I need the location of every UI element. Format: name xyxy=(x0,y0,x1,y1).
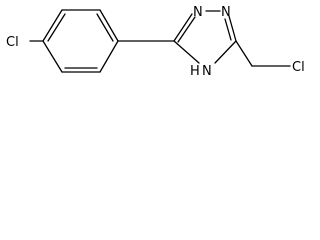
bond-c3-n2 xyxy=(173,13,193,42)
bond-c3-n2-double xyxy=(177,16,196,43)
bond-ring-3-inner xyxy=(96,13,114,42)
bond-n4-c3 xyxy=(173,40,200,64)
benzene-ring xyxy=(29,9,119,73)
bond-c5-ch2 xyxy=(235,40,253,67)
bond-ring-4 xyxy=(99,40,119,73)
atom-n1: N xyxy=(221,5,231,20)
bond-ring-6 xyxy=(42,40,63,73)
bond-ring-3 xyxy=(99,9,119,42)
atom-h-on-n4: H xyxy=(190,64,200,79)
bond-c5-n4 xyxy=(214,40,237,64)
bond-ring-1 xyxy=(42,9,63,42)
atom-n4: N xyxy=(202,64,212,79)
bond-ring-1-inner xyxy=(47,13,66,42)
atom-cl-methyl: Cl xyxy=(292,60,305,75)
bond-n1-c5-double xyxy=(224,18,232,41)
triazole-ring xyxy=(173,10,237,64)
atom-cl-aryl: Cl xyxy=(6,35,19,50)
chemical-structure: Cl N N N H Cl xyxy=(6,5,305,79)
bond-n1-c5 xyxy=(228,15,237,42)
atom-n2: N xyxy=(193,5,203,20)
